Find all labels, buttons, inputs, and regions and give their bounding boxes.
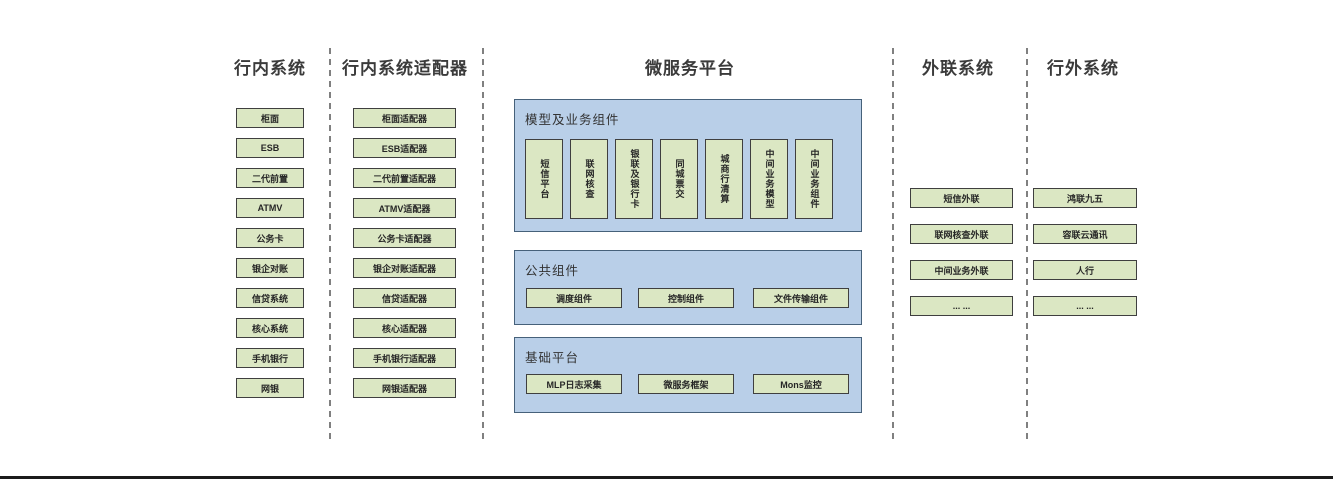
base-platform-box: 微服务框架: [638, 374, 734, 394]
column-title-internal-systems: 行内系统: [234, 59, 306, 78]
business-component-box: 城商行清算: [705, 139, 743, 219]
business-component-box: 银联及银行卡: [615, 139, 653, 219]
adapter-box: 信贷适配器: [353, 288, 456, 308]
adapter-box: 二代前置适配器: [353, 168, 456, 188]
internal-system-box: 柜面: [236, 108, 304, 128]
internal-system-box: 手机银行: [236, 348, 304, 368]
external-system-box: ... ...: [1033, 296, 1137, 316]
divider-line-2: [482, 48, 484, 443]
panel-title: 模型及业务组件: [525, 113, 620, 127]
adapter-box: ATMV适配器: [353, 198, 456, 218]
business-component-box: 同城票交: [660, 139, 698, 219]
panel-title: 基础平台: [525, 351, 580, 365]
business-component-box: 中间业务组件: [795, 139, 833, 219]
adapter-box: 手机银行适配器: [353, 348, 456, 368]
adapter-box: 柜面适配器: [353, 108, 456, 128]
internal-system-box: 银企对账: [236, 258, 304, 278]
column-title-internal-adapters: 行内系统适配器: [342, 59, 468, 78]
external-system-box: 人行: [1033, 260, 1137, 280]
common-component-box: 调度组件: [526, 288, 622, 308]
divider-line-4: [1026, 48, 1028, 443]
business-component-box: 中间业务模型: [750, 139, 788, 219]
business-component-box: 联网核查: [570, 139, 608, 219]
column-title-microservice-platform: 微服务平台: [645, 59, 735, 78]
external-system-box: 鸿联九五: [1033, 188, 1137, 208]
internal-system-box: 信贷系统: [236, 288, 304, 308]
internal-system-box: ESB: [236, 138, 304, 158]
column-title-external-systems: 行外系统: [1047, 59, 1119, 78]
panel-common-components: 公共组件 调度组件 控制组件 文件传输组件: [514, 250, 862, 325]
panel-title: 公共组件: [525, 264, 580, 278]
base-platform-box: Mons监控: [753, 374, 849, 394]
common-component-box: 文件传输组件: [753, 288, 849, 308]
outreach-system-box: 联网核查外联: [910, 224, 1013, 244]
panel-model-business-components: 模型及业务组件 短信平台 联网核查 银联及银行卡 同城票交 城商行清算 中间业务…: [514, 99, 862, 232]
internal-system-box: 核心系统: [236, 318, 304, 338]
common-component-box: 控制组件: [638, 288, 734, 308]
external-system-box: 容联云通讯: [1033, 224, 1137, 244]
base-platform-box: MLP日志采集: [526, 374, 622, 394]
internal-system-box: ATMV: [236, 198, 304, 218]
adapter-box: 网银适配器: [353, 378, 456, 398]
divider-line-1: [329, 48, 331, 443]
outreach-system-box: 短信外联: [910, 188, 1013, 208]
bottom-border-line: [0, 476, 1333, 479]
internal-system-box: 网银: [236, 378, 304, 398]
internal-system-box: 二代前置: [236, 168, 304, 188]
adapter-box: ESB适配器: [353, 138, 456, 158]
panel-base-platform: 基础平台 MLP日志采集 微服务框架 Mons监控: [514, 337, 862, 413]
adapter-box: 公务卡适配器: [353, 228, 456, 248]
business-component-box: 短信平台: [525, 139, 563, 219]
divider-line-3: [892, 48, 894, 443]
column-title-outreach-systems: 外联系统: [922, 59, 994, 78]
internal-system-box: 公务卡: [236, 228, 304, 248]
outreach-system-box: 中间业务外联: [910, 260, 1013, 280]
adapter-box: 核心适配器: [353, 318, 456, 338]
adapter-box: 银企对账适配器: [353, 258, 456, 278]
outreach-system-box: ... ...: [910, 296, 1013, 316]
